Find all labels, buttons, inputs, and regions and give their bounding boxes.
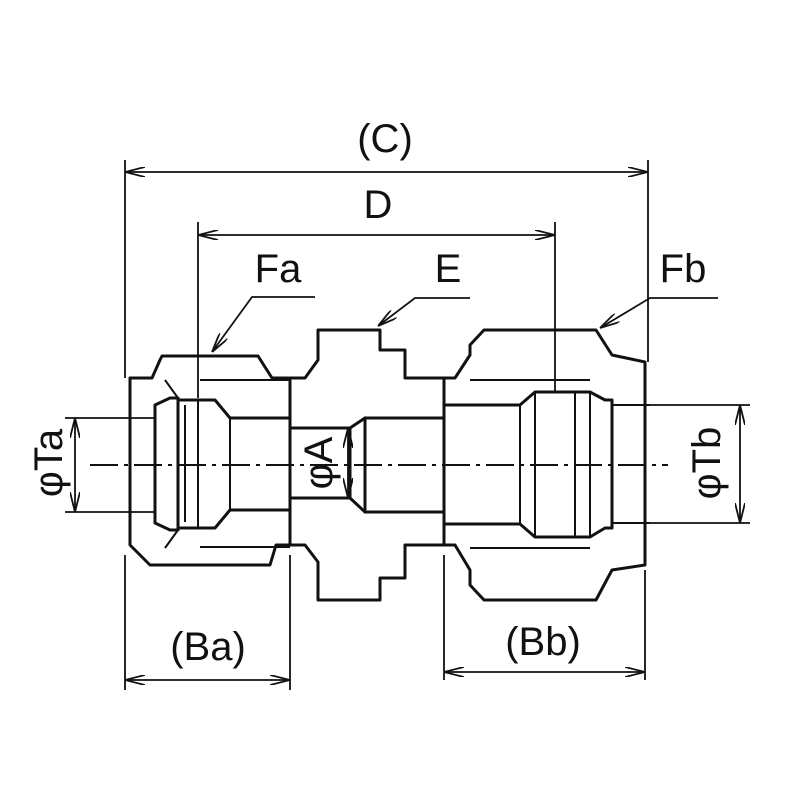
label-fa: Fa [255,247,302,291]
left-nut-bottom-outline [158,543,292,567]
left-ferrule-chamfers [164,379,179,549]
label-bb: (Bb) [505,620,581,664]
center-bore [363,416,446,514]
bore-transition [348,416,367,514]
left-nut-inner-lines [200,379,290,548]
label-ta: φTa [27,428,71,497]
label-e: E [435,247,462,291]
left-ferrule-bottom [176,508,292,530]
label-a: φA [297,436,341,489]
left-ferrule-assembly [153,379,292,549]
fitting-bore [288,416,446,514]
left-nut-top-outline [128,354,290,380]
center-body-top-outline [288,328,446,380]
label-d: D [364,183,393,227]
leader-e [378,297,470,326]
extension-lines-ta [65,417,155,513]
label-tb: φTb [685,427,729,500]
extension-lines-tb [650,404,750,524]
leader-fa [212,296,315,352]
center-body-bottom-outline [288,543,446,602]
dimension-labels: (C) D Fa E Fb (Ba) (Bb) φA φTa φTb [27,117,729,669]
label-fb: Fb [660,247,707,291]
dimension-lines [65,160,750,690]
right-tube-stub [612,404,650,524]
left-ferrule-top [176,398,292,420]
label-c: (C) [357,117,413,161]
right-nut-outline [442,328,647,602]
left-end-face [128,376,162,567]
leader-fb [600,297,718,328]
label-ba: (Ba) [170,625,246,669]
